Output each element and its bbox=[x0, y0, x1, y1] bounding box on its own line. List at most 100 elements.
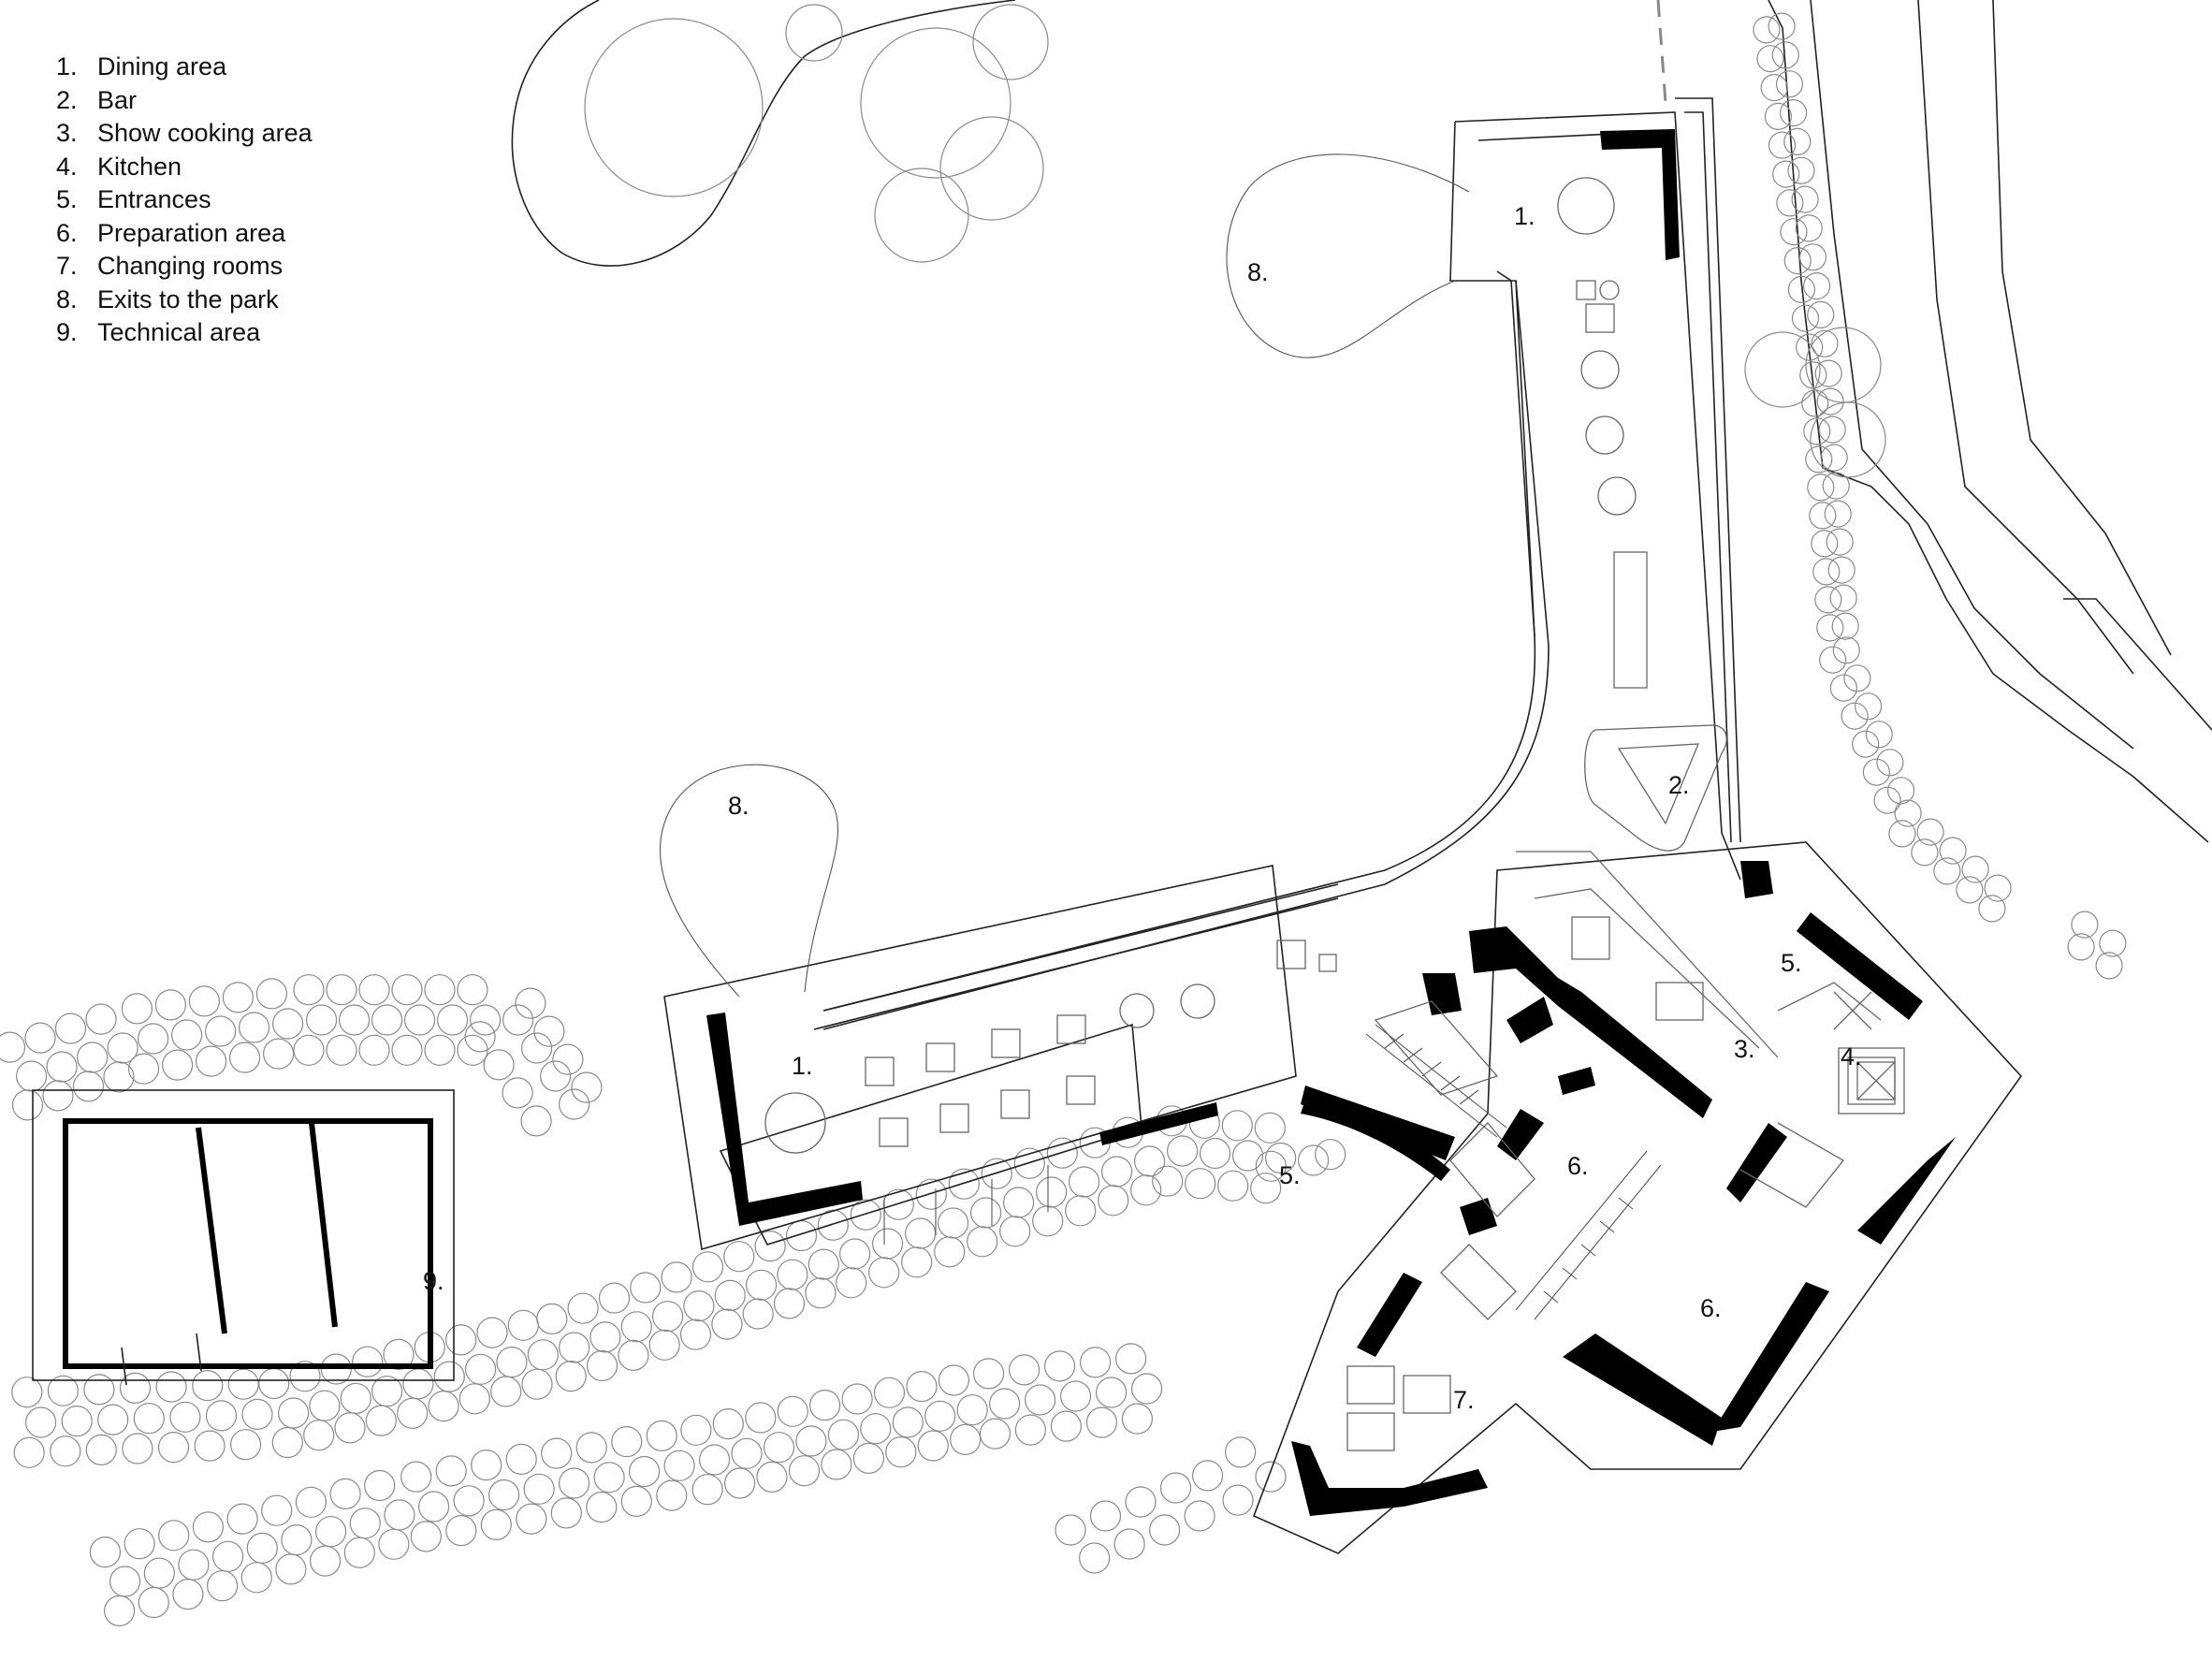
tree-canopy bbox=[1756, 45, 1784, 73]
tree-canopy bbox=[698, 1444, 731, 1476]
tree-canopy bbox=[1787, 275, 1816, 303]
tree-canopy bbox=[1862, 758, 1891, 786]
tree-canopy bbox=[1807, 300, 1835, 328]
tree-canopy bbox=[502, 1004, 534, 1036]
tree-canopy bbox=[133, 1403, 165, 1435]
tree-canopy bbox=[648, 1329, 680, 1361]
tree-canopy bbox=[1798, 243, 1827, 271]
tree-canopy bbox=[817, 1209, 849, 1241]
tree-canopy bbox=[1771, 41, 1799, 69]
stair bbox=[1365, 1024, 1507, 1138]
tree-canopy bbox=[934, 1236, 966, 1268]
tree-canopy bbox=[661, 1261, 692, 1293]
tree-canopy bbox=[850, 1199, 881, 1231]
tree-canopy bbox=[979, 1418, 1011, 1450]
tree-canopy bbox=[1805, 445, 1833, 474]
tree-canopy bbox=[836, 1267, 867, 1299]
tree-canopy bbox=[1916, 818, 1944, 846]
tree-canopy bbox=[1803, 417, 1831, 445]
tree-canopy bbox=[1807, 474, 1835, 502]
tree-canopy bbox=[278, 1397, 310, 1429]
tree-canopy bbox=[756, 1461, 788, 1493]
tree-canopy bbox=[904, 1217, 937, 1249]
tree-canopy bbox=[158, 1520, 190, 1552]
tree-canopy bbox=[196, 1045, 227, 1077]
tree-canopy bbox=[1100, 1156, 1133, 1187]
tree-canopy bbox=[222, 982, 254, 1013]
tree-canopy bbox=[97, 1404, 129, 1435]
tree-canopy bbox=[1166, 1135, 1199, 1167]
tree-canopy bbox=[289, 1361, 321, 1392]
tree-canopy bbox=[586, 1349, 618, 1382]
tree-canopy bbox=[1876, 749, 1904, 777]
dining-wing-west bbox=[663, 865, 1455, 1251]
legend-number: 5. bbox=[56, 185, 78, 213]
tree-canopy bbox=[1791, 304, 1820, 332]
tree-canopy bbox=[483, 1049, 515, 1081]
tree-canopy bbox=[358, 1034, 390, 1066]
tree-canopy bbox=[1886, 777, 1915, 805]
label-changing: 7. bbox=[1453, 1386, 1475, 1414]
tree-canopy bbox=[172, 1578, 204, 1610]
tree-canopy bbox=[723, 1241, 755, 1273]
tree-canopy bbox=[552, 1043, 584, 1075]
tree-canopy bbox=[656, 1479, 688, 1511]
tree-canopy bbox=[1035, 1176, 1068, 1208]
tree-canopy bbox=[340, 1382, 371, 1415]
tree-canopy bbox=[1079, 1347, 1112, 1378]
site-outline bbox=[511, 0, 2212, 843]
tree-canopy bbox=[1816, 614, 1844, 642]
tree-canopy bbox=[567, 1292, 599, 1324]
tree-canopy bbox=[157, 1431, 190, 1464]
tree-canopy bbox=[598, 1282, 631, 1314]
tree-canopy bbox=[1820, 444, 1848, 472]
tree-canopy bbox=[754, 1230, 786, 1262]
tree-canopy bbox=[349, 1508, 381, 1539]
tree-canopy bbox=[1121, 1403, 1154, 1435]
label-entrance-east: 5. bbox=[1781, 949, 1802, 977]
tree-canopy bbox=[972, 1358, 1005, 1390]
tree-canopy bbox=[924, 1400, 956, 1432]
legend-item: 7.Changing rooms bbox=[56, 250, 313, 284]
tree-canopy bbox=[745, 1269, 778, 1301]
tree-canopy bbox=[138, 1023, 169, 1055]
tree-canopy bbox=[1199, 1137, 1231, 1170]
tree-canopy bbox=[121, 993, 153, 1025]
tree-canopy bbox=[103, 1595, 136, 1627]
tree-band-south bbox=[0, 974, 1346, 1627]
tree-canopy bbox=[805, 1277, 837, 1309]
stair bbox=[1515, 1150, 1662, 1320]
tree-canopy bbox=[46, 1051, 78, 1083]
label-prep-east: 6. bbox=[1700, 1294, 1722, 1322]
legend-label: Technical area bbox=[97, 318, 261, 346]
tree-canopy bbox=[258, 1367, 290, 1400]
tree-canopy bbox=[981, 1158, 1012, 1189]
tree-canopy bbox=[1125, 1486, 1157, 1518]
tree-canopy bbox=[901, 1246, 933, 1278]
tree-canopy bbox=[329, 1478, 361, 1510]
tree-canopy bbox=[808, 1248, 839, 1280]
legend-label: Bar bbox=[97, 85, 138, 114]
tree-canopy bbox=[339, 1004, 371, 1036]
tree-canopy bbox=[1894, 799, 1922, 827]
tree-canopy bbox=[61, 1405, 93, 1437]
tree-canopy bbox=[1159, 1472, 1192, 1504]
tree-canopy bbox=[418, 1491, 450, 1523]
tree-canopy bbox=[334, 1412, 366, 1444]
tree-canopy bbox=[860, 1413, 892, 1445]
label-bar: 2. bbox=[1668, 771, 1690, 799]
tree-canopy bbox=[1799, 361, 1827, 389]
legend-label: Changing rooms bbox=[97, 252, 284, 280]
tree-canopy bbox=[488, 1479, 520, 1511]
tree-canopy bbox=[1831, 612, 1859, 640]
tree-canopy bbox=[424, 974, 456, 1006]
tree-canopy bbox=[1065, 1195, 1097, 1227]
tree-canopy bbox=[453, 1485, 485, 1517]
tree-canopy bbox=[143, 1557, 175, 1589]
tree-canopy bbox=[1050, 1410, 1083, 1442]
tree-canopy bbox=[1795, 214, 1823, 242]
tree-canopy bbox=[410, 1521, 442, 1552]
legend-label: Exits to the park bbox=[97, 284, 279, 313]
tree-canopy bbox=[310, 1545, 342, 1577]
tree-canopy bbox=[841, 1383, 873, 1415]
